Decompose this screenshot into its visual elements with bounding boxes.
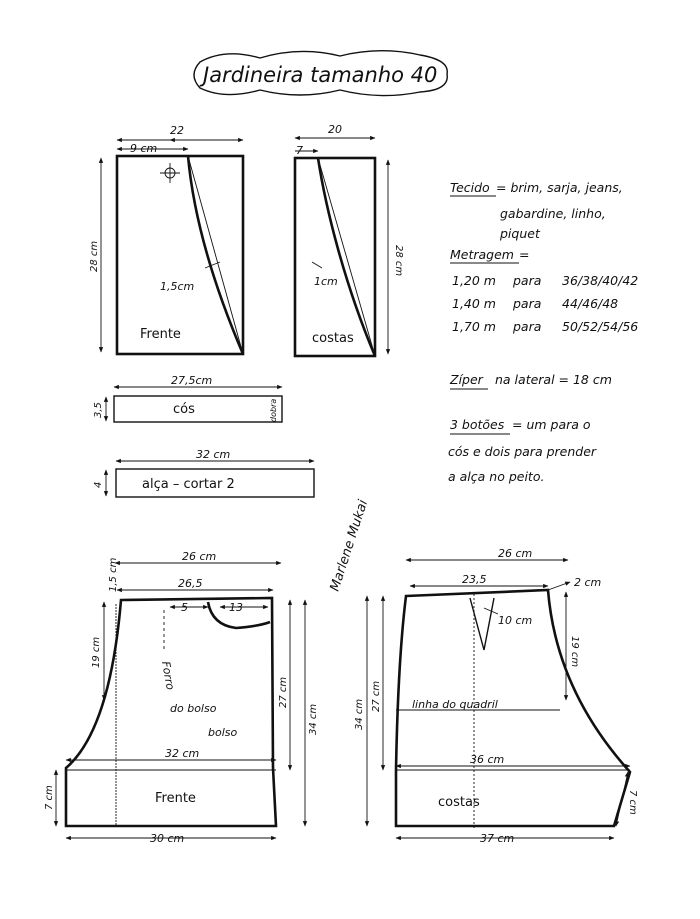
- costas-short-corner: 2 cm: [574, 576, 601, 589]
- frente-bib-curve: 1,5cm: [160, 280, 194, 293]
- costas-short-mid-width: 36 cm: [470, 753, 504, 766]
- frente-short-corner: 1,5 cm: [108, 557, 119, 592]
- frente-short-bottom-width: 30 cm: [150, 832, 184, 845]
- cos-end: dobra: [269, 399, 278, 422]
- pattern-title: Jardineira tamanho 40: [199, 63, 437, 87]
- metragem-row-2-para: para: [512, 296, 541, 311]
- frente-short-hem-height: 7 cm: [44, 785, 55, 810]
- metragem-row-1-sizes: 36/38/40/42: [562, 273, 638, 288]
- botoes-line-1: = um para o: [512, 417, 591, 432]
- frente-short-pocket-b: do bolso: [170, 702, 217, 715]
- frente-short-dart-b: 13: [229, 601, 243, 614]
- fabric-notes: Tecido = brim, sarja, jeans, gabardine, …: [448, 180, 638, 484]
- frente-short-piece: 26 cm 26,5 5 13 1,5 cm 19 cm 27 cm 34 cm…: [44, 550, 319, 845]
- frente-short-dart-a: 5: [181, 601, 188, 614]
- costas-bib-label: costas: [312, 331, 354, 346]
- metragem-row-3-para: para: [512, 319, 541, 334]
- title-banner: Jardineira tamanho 40: [193, 50, 448, 97]
- costas-bib-piece: 20 7 28 cm 1cm costas: [293, 123, 404, 358]
- alca-label: alça – cortar 2: [142, 477, 235, 492]
- costas-short-left-height-2: 34 cm: [354, 699, 365, 730]
- metragem-row-1-amount: 1,20 m: [452, 273, 496, 288]
- costas-short-top-width: 26 cm: [498, 547, 532, 560]
- frente-short-left-height: 19 cm: [91, 637, 102, 668]
- metragem-row-2-sizes: 44/46/48: [562, 296, 618, 311]
- frente-short-top-width: 26 cm: [182, 550, 216, 563]
- metragem-row-1-para: para: [512, 273, 541, 288]
- costas-short-left-height-1: 27 cm: [371, 681, 382, 712]
- cos-label: cós: [173, 402, 195, 417]
- cos-side: 3,5: [93, 402, 104, 418]
- frente-bib-label: Frente: [140, 327, 181, 342]
- costas-bib-curve: 1cm: [314, 275, 338, 288]
- frente-bib-height: 28 cm: [89, 241, 100, 272]
- costas-short-bottom-width: 37 cm: [480, 832, 514, 845]
- cos-piece: 27,5cm 3,5 cós dobra: [93, 374, 283, 423]
- tecido-line-2: gabardine, linho,: [500, 206, 606, 221]
- costas-short-label: costas: [438, 795, 480, 810]
- costas-bib-width: 20: [328, 123, 342, 136]
- costas-short-right-height: 19 cm: [569, 636, 580, 667]
- metragem-label: Metragem: [450, 247, 514, 262]
- metragem-suffix: =: [519, 247, 529, 262]
- frente-short-pocket: Forro: [159, 660, 177, 691]
- costas-short-hip-line: linha do quadril: [412, 698, 498, 711]
- costas-bib-height: 28 cm: [393, 245, 404, 276]
- tecido-line-1: = brim, sarja, jeans,: [496, 180, 623, 195]
- alca-piece: 32 cm 4 alça – cortar 2: [93, 448, 315, 498]
- ziper-text: na lateral = 18 cm: [495, 372, 612, 387]
- frente-short-right-height-2: 34 cm: [308, 704, 319, 735]
- frente-short-mid-width: 32 cm: [165, 747, 199, 760]
- costas-bib-sub: 7: [296, 144, 303, 157]
- tecido-label: Tecido: [450, 180, 490, 195]
- metragem-row-3-sizes: 50/52/54/56: [562, 319, 638, 334]
- metragem-row-2-amount: 1,40 m: [452, 296, 496, 311]
- signature: Marlene Mukai: [328, 498, 372, 593]
- tecido-line-3: piquet: [499, 226, 541, 241]
- alca-length: 32 cm: [196, 448, 230, 461]
- botoes-line-2: cós e dois para prender: [448, 444, 597, 459]
- costas-short-hem-height: 7 cm: [627, 790, 638, 815]
- frente-bib-sub: 9 cm: [130, 142, 157, 155]
- metragem-row-3-amount: 1,70 m: [452, 319, 496, 334]
- costas-short-piece: 26 cm 23,5 2 cm 10 cm 19 cm 27 cm 34 cm …: [354, 547, 638, 845]
- frente-short-pocket-c: bolso: [208, 726, 237, 739]
- cos-length: 27,5cm: [171, 374, 212, 387]
- botoes-line-3: a alça no peito.: [448, 469, 544, 484]
- costas-short-dart: 10 cm: [498, 614, 532, 627]
- costas-short-inner-width: 23,5: [462, 573, 487, 586]
- frente-bib-width: 22: [170, 124, 184, 137]
- alca-side: 4: [93, 482, 104, 488]
- ziper-label: Zíper: [449, 372, 484, 387]
- frente-short-right-height-1: 27 cm: [278, 677, 289, 708]
- frente-short-inner-width: 26,5: [178, 577, 203, 590]
- frente-short-label: Frente: [155, 791, 196, 806]
- frente-bib-piece: 22 9 cm 28 cm 1,5cm Frente: [89, 124, 245, 356]
- botoes-label: 3 botões: [450, 417, 505, 432]
